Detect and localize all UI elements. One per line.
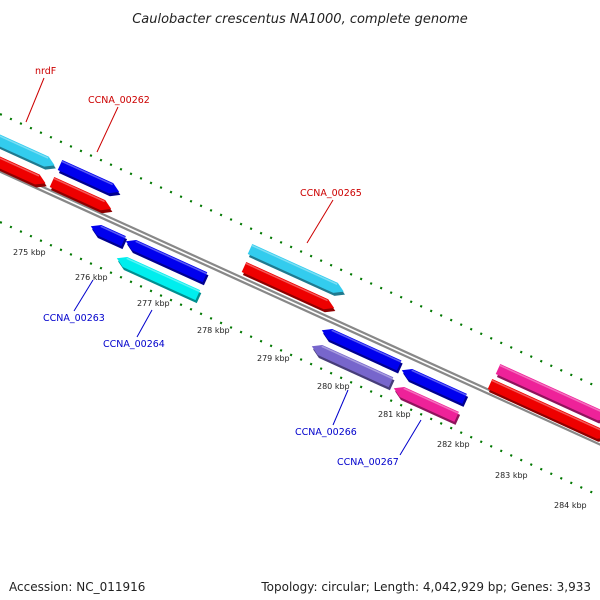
gene-label[interactable]: CCNA_00263 (43, 313, 105, 324)
gene-label-leader (306, 199, 334, 244)
gene-feature-highlight (0, 157, 40, 177)
gene-label-layer: nrdF CCNA_00262CCNA_00265CCNA_00263CCNA_0… (25, 66, 422, 468)
gene-feature-body (90, 224, 126, 247)
tick-label: 276 kbp (75, 273, 108, 282)
gene-feature-highlight (135, 240, 207, 275)
tick-label: 275 kbp (13, 248, 46, 257)
gene-label-leader (399, 419, 422, 456)
gene-feature-body (311, 344, 394, 388)
gene-label[interactable]: CCNA_00265 (300, 188, 362, 199)
gene-feature-highlight (53, 177, 105, 203)
gene-feature-f2[interactable] (0, 153, 47, 188)
gene-label-leader (332, 389, 349, 426)
tick-label: 277 kbp (137, 299, 170, 308)
gene-label-leader (73, 279, 94, 312)
gene-feature-f5[interactable] (247, 243, 345, 296)
gene-feature-f1[interactable] (0, 131, 56, 170)
gene-feature-f10[interactable] (125, 239, 209, 286)
gene-feature-f4[interactable] (49, 176, 113, 214)
gene-feature-f13[interactable] (311, 344, 395, 391)
gene-feature-highlight (100, 225, 126, 239)
tick-label: 280 kbp (317, 382, 350, 391)
gene-feature-f14[interactable] (401, 368, 469, 407)
tick-label: 278 kbp (197, 326, 230, 335)
gene-feature-highlight (126, 257, 200, 293)
gene-feature-body (125, 239, 208, 283)
gene-feature-highlight (411, 369, 467, 396)
gene-feature-highlight (321, 345, 393, 380)
gene-feature-f15[interactable] (393, 386, 461, 425)
gene-feature-body (57, 159, 120, 194)
gene-feature-body (487, 378, 600, 439)
tick-label: 284 kbp (554, 501, 587, 510)
gene-label[interactable]: nrdF (35, 66, 56, 77)
gene-feature-f11[interactable] (116, 256, 202, 304)
gene-label[interactable]: CCNA_00264 (103, 339, 165, 350)
outer-tick-row (0, 112, 600, 390)
tick-label: 283 kbp (495, 471, 528, 480)
accession-text: Accession: NC_011916 (9, 580, 146, 594)
inner-tick-row (0, 220, 600, 498)
gene-feature-highlight (61, 160, 113, 186)
gene-label[interactable]: CCNA_00262 (88, 95, 150, 106)
tick-label: 279 kbp (257, 354, 290, 363)
gene-label-leader (136, 309, 153, 338)
tick-label-layer: 275 kbp 276 kbp 277 kbp 278 kbp 279 kbp 280 k… (13, 248, 587, 510)
gene-feature-highlight (331, 329, 402, 363)
gene-label-leader (25, 77, 45, 123)
gene-feature-highlight (403, 387, 459, 414)
gene-feature-body (241, 261, 335, 310)
gene-feature-highlight (499, 364, 600, 412)
tick-label: 281 kbp (378, 410, 411, 419)
map-title: Caulobacter crescentus NA1000, complete … (132, 12, 468, 27)
gene-feature-f9[interactable] (90, 224, 128, 250)
gene-feature-highlight (491, 379, 600, 431)
gene-feature-highlight (251, 244, 338, 285)
gene-feature-highlight (0, 135, 49, 159)
gene-feature-f6[interactable] (241, 261, 336, 313)
gene-label-leader (96, 106, 119, 153)
gene-feature-body (321, 328, 402, 371)
gene-feature-body (116, 256, 201, 301)
gene-feature-f7[interactable] (495, 363, 600, 424)
tick-label: 282 kbp (437, 440, 470, 449)
feature-layer (0, 131, 600, 442)
gene-label[interactable]: CCNA_00267 (337, 457, 399, 468)
gene-feature-f8[interactable] (487, 378, 600, 442)
gene-feature-body (49, 176, 112, 211)
gene-feature-body (401, 368, 467, 404)
gene-feature-body (495, 363, 600, 421)
gene-feature-body (247, 243, 344, 293)
gene-feature-body (393, 386, 459, 422)
gene-feature-f12[interactable] (321, 328, 403, 374)
gene-label[interactable]: CCNA_00266 (295, 427, 357, 438)
gene-feature-highlight (245, 262, 328, 302)
genome-summary-text: Topology: circular; Length: 4,042,929 bp… (261, 580, 591, 594)
gene-feature-f3[interactable] (57, 159, 121, 197)
